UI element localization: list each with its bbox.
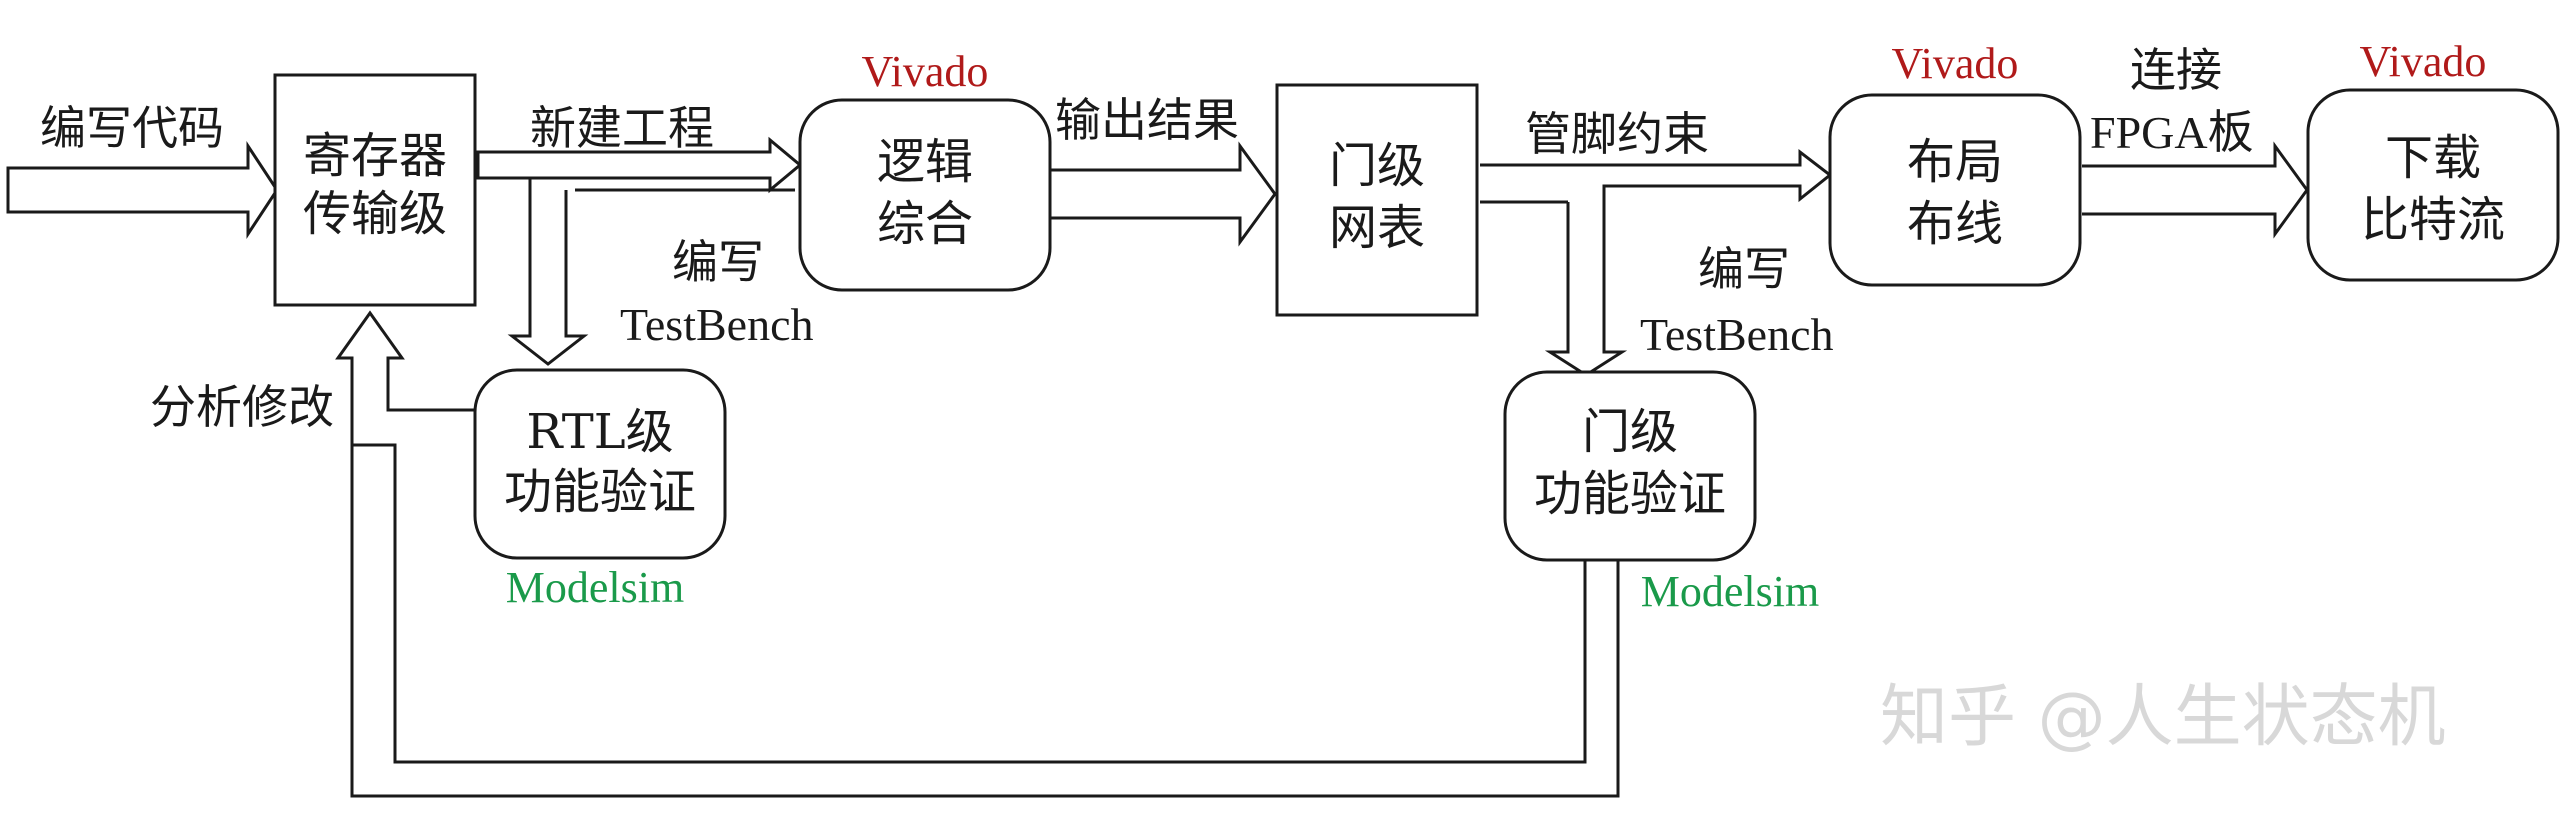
- edge-label-input: 编写代码: [40, 101, 224, 155]
- arrow-pnr-to-download: [2082, 141, 2309, 239]
- input-arrow: [6, 140, 279, 240]
- tool-label-synth: Vivado: [862, 47, 989, 96]
- node-rtl-verify-box: [473, 368, 727, 560]
- tool-label-gate-verify: Modelsim: [1641, 567, 1819, 616]
- edge-label-analyze: 分析修改: [150, 380, 334, 434]
- edge-label-pin-constraint: 管脚约束: [1525, 107, 1709, 161]
- node-rtl-verify-line1: RTL级: [526, 404, 673, 460]
- node-pnr-box: [1828, 93, 2082, 287]
- node-synth-box: [798, 98, 1052, 292]
- tool-label-pnr: Vivado: [1892, 39, 2019, 88]
- edge-label-tb1-line2: TestBench: [620, 299, 814, 350]
- node-pnr-line2: 布线: [1907, 196, 2003, 252]
- node-download-line2: 比特流: [2361, 192, 2505, 248]
- arrow-down-to-rtl-verify: [507, 178, 589, 366]
- node-gate-verify-box: [1503, 370, 1757, 562]
- arrow-down-to-gate-verify: [1544, 184, 1628, 377]
- edge-label-tb2-line2: TestBench: [1640, 309, 1834, 360]
- node-synth-line2: 综合: [877, 196, 973, 252]
- arrow-synth-to-netlist: [1050, 141, 1277, 247]
- node-netlist-box: [1275, 83, 1479, 317]
- node-gate-verify-line2: 功能验证: [1534, 466, 1726, 522]
- node-synth-line1: 逻辑: [877, 134, 973, 190]
- node-pnr-line1: 布局: [1907, 134, 2003, 190]
- node-rtl-box: [273, 73, 477, 307]
- edge-label-connect-line2: FPGA板: [2090, 107, 2254, 158]
- node-rtl-line2: 传输级: [303, 186, 447, 242]
- node-netlist-line2: 网表: [1329, 200, 1425, 256]
- watermark-text: 知乎 @人生状态机: [1880, 678, 2446, 757]
- edge-label-connect-line1: 连接: [2130, 43, 2222, 97]
- edge-label-output-result: 输出结果: [1055, 93, 1239, 147]
- node-download-line1: 下载: [2385, 130, 2481, 186]
- edge-label-tb1-line1: 编写: [672, 235, 764, 289]
- node-download-box: [2306, 88, 2560, 282]
- tool-label-rtl-verify: Modelsim: [506, 563, 684, 612]
- node-gate-verify-line1: 门级: [1582, 404, 1678, 460]
- tool-label-download: Vivado: [2360, 37, 2487, 86]
- edge-label-tb2-line1: 编写: [1698, 242, 1790, 296]
- node-rtl-line1: 寄存器: [303, 128, 447, 184]
- edge-label-new-project: 新建工程: [530, 101, 714, 155]
- node-netlist-line1: 门级: [1329, 138, 1425, 194]
- feedback-loop-arrow: [335, 310, 1620, 798]
- node-rtl-verify-line2: 功能验证: [504, 464, 696, 520]
- arrow-rtl-to-synth-top: [476, 136, 803, 194]
